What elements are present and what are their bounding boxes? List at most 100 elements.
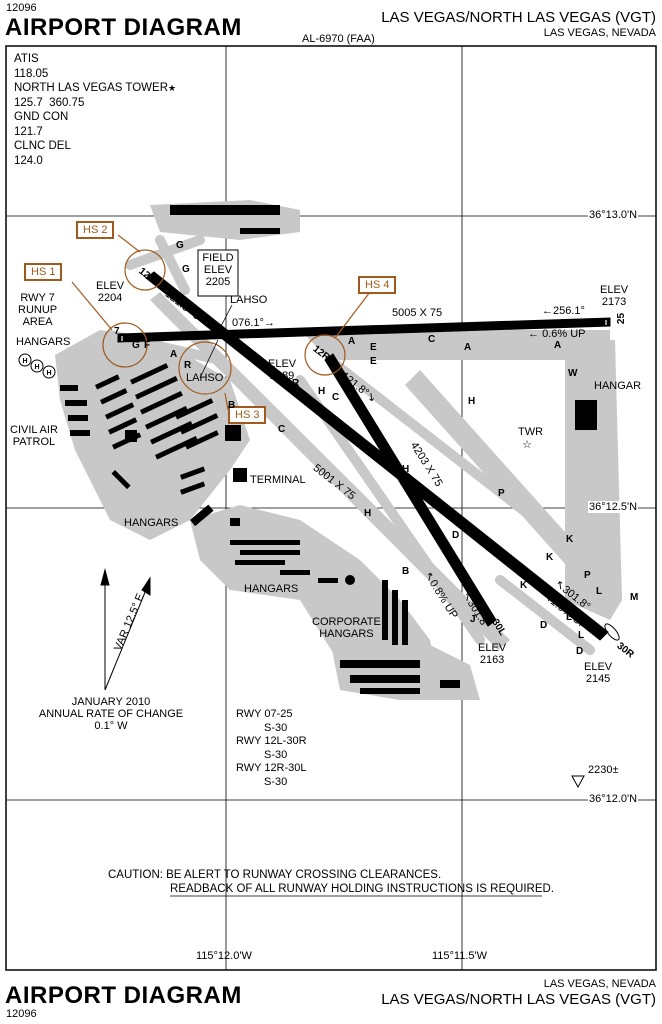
- runway-strength-table: RWY 07-25 S-30 RWY 12L-30R S-30 RWY 12R-…: [236, 708, 307, 789]
- rwy-12r-30l-strength: RWY 12R-30L: [236, 762, 307, 774]
- mag-var-info: JANUARY 2010 ANNUAL RATE OF CHANGE 0.1° …: [36, 696, 186, 732]
- taxiway-l: [495, 575, 595, 655]
- obstacle-icon: [571, 775, 585, 789]
- lahso-north-label: LAHSO: [230, 294, 268, 306]
- taxiway-g-connector: [155, 235, 190, 295]
- frequency-block: ATIS 118.05 NORTH LAS VEGAS TOWER★ 125.7…: [14, 52, 176, 168]
- chart-number: AL-6970 (FAA): [302, 33, 375, 45]
- helipad-labels: HHH: [22, 358, 51, 377]
- mag-var-rate-label: ANNUAL RATE OF CHANGE: [38, 708, 184, 720]
- bldg-south-1: [190, 504, 214, 527]
- corp-south-1: [340, 660, 420, 668]
- field-elev-line1: FIELD: [202, 252, 234, 264]
- taxiway-d-label: D: [352, 432, 360, 443]
- approach-symbol-30r: [604, 623, 620, 641]
- hs4-circle: [304, 334, 346, 376]
- svg-text:H: H: [34, 364, 39, 371]
- rwy-07-25-heading-west: 076.1°→: [232, 317, 275, 329]
- taxiway-e-label: E: [370, 342, 377, 353]
- bldg-hs3: [225, 425, 241, 441]
- mag-var-rate-value: 0.1° W: [94, 720, 128, 732]
- taxiway-d-label: D: [576, 646, 584, 657]
- corp-hangar-2: [392, 590, 398, 645]
- lon-west-label: 115°12.0'W: [196, 950, 252, 962]
- rwy-7-number: 7: [114, 326, 120, 337]
- runways: [117, 271, 611, 641]
- svg-text:H: H: [46, 370, 51, 377]
- taxiway-h-label: H: [318, 386, 326, 397]
- lat-mid-label: 36°12.5'N: [588, 501, 639, 513]
- taxiway-c-label: C: [278, 424, 286, 435]
- twr-label: TWR: [518, 426, 544, 438]
- helipads: [18, 353, 56, 379]
- bldg-north-row: [170, 205, 280, 215]
- bldg-north-small: [240, 228, 280, 234]
- civil-air-patrol-bldg: [125, 430, 137, 442]
- bldg-south-row-1: [230, 540, 300, 545]
- east-hangar-bldg: [575, 400, 597, 430]
- twr-star-icon: ☆: [522, 439, 532, 451]
- rwy-12l-30r-strength: RWY 12L-30R: [236, 735, 307, 747]
- taxiway-r-label: R: [184, 360, 192, 371]
- field-elev-value: 2205: [205, 276, 231, 288]
- hot-spot-circles: [71, 234, 371, 411]
- taxiway-g-label: G: [176, 240, 184, 251]
- taxiway-m-label: M: [630, 592, 639, 603]
- obstacle-elev: 2230±: [588, 764, 619, 776]
- hot-spot-hs4[interactable]: HS 4: [358, 276, 397, 294]
- taxiway-parallel-east: [325, 355, 605, 575]
- lat-south-label: 36°12.0'N: [588, 793, 639, 805]
- lat-north-label: 36°13.0'N: [588, 209, 639, 221]
- lahso-center-label: LAHSO: [186, 372, 224, 384]
- rwy-07-25-strength: RWY 07-25: [236, 708, 293, 720]
- symbols: ☆: [522, 439, 585, 789]
- runway-12r-30l: [324, 353, 497, 627]
- taxiway-w-label: W: [568, 368, 578, 379]
- hot-spot-hs3[interactable]: HS 3: [228, 406, 267, 424]
- caution-line-1: CAUTION: BE ALERT TO RUNWAY CROSSING CLE…: [108, 869, 442, 881]
- taxiway-b-label: B: [228, 400, 236, 411]
- hot-spot-hs2[interactable]: HS 2: [76, 221, 115, 239]
- hot-spot-hs1[interactable]: HS 1: [24, 263, 63, 281]
- taxiway-a-label: A: [464, 342, 472, 353]
- lon-east-label: 115°11.5'W: [432, 950, 488, 962]
- caution-line-2: READBACK OF ALL RUNWAY HOLDING INSTRUCTI…: [170, 883, 555, 895]
- lat-lon-grid: [6, 46, 656, 970]
- corp-hangar-3: [402, 600, 408, 645]
- airport-name-top: LAS VEGAS/NORTH LAS VEGAS (VGT): [381, 9, 656, 26]
- tower-label: NORTH LAS VEGAS TOWER: [14, 82, 169, 94]
- gnd-freq: 121.7: [14, 125, 43, 138]
- taxiway-f-label: F: [144, 340, 151, 351]
- volume-number-bottom: 12096: [6, 1008, 37, 1020]
- corp-south-3: [360, 688, 420, 694]
- volume-number-top: 12096: [6, 2, 37, 14]
- taxiway-p-label: P: [498, 488, 505, 499]
- buildings: [60, 205, 597, 694]
- rwy-07-25-dims: 5005 X 75: [392, 307, 443, 319]
- city-top: LAS VEGAS, NEVADA: [543, 27, 656, 39]
- magnetic-variation-arrows: [100, 568, 151, 691]
- runway-thresholds: [121, 320, 607, 341]
- taxiway-l-label: L: [596, 586, 603, 597]
- hs2-circle: [124, 249, 166, 291]
- hs3-circle: [178, 341, 232, 395]
- taxiway-r-label: R: [292, 378, 300, 389]
- atis-label: ATIS: [14, 53, 39, 65]
- taxiway-c-label: C: [332, 392, 340, 403]
- taxiway-a-label: A: [170, 349, 178, 360]
- taxiway-k-label: K: [566, 534, 574, 545]
- field-elev-text: FIELD ELEV 2205: [198, 252, 238, 288]
- field-elev-line2: ELEV: [203, 264, 233, 276]
- corp-hangar-1: [382, 580, 388, 640]
- terminal-label: TERMINAL: [250, 474, 306, 486]
- chart-title-top: AIRPORT DIAGRAM: [5, 14, 242, 41]
- field-elev-box: [197, 249, 239, 297]
